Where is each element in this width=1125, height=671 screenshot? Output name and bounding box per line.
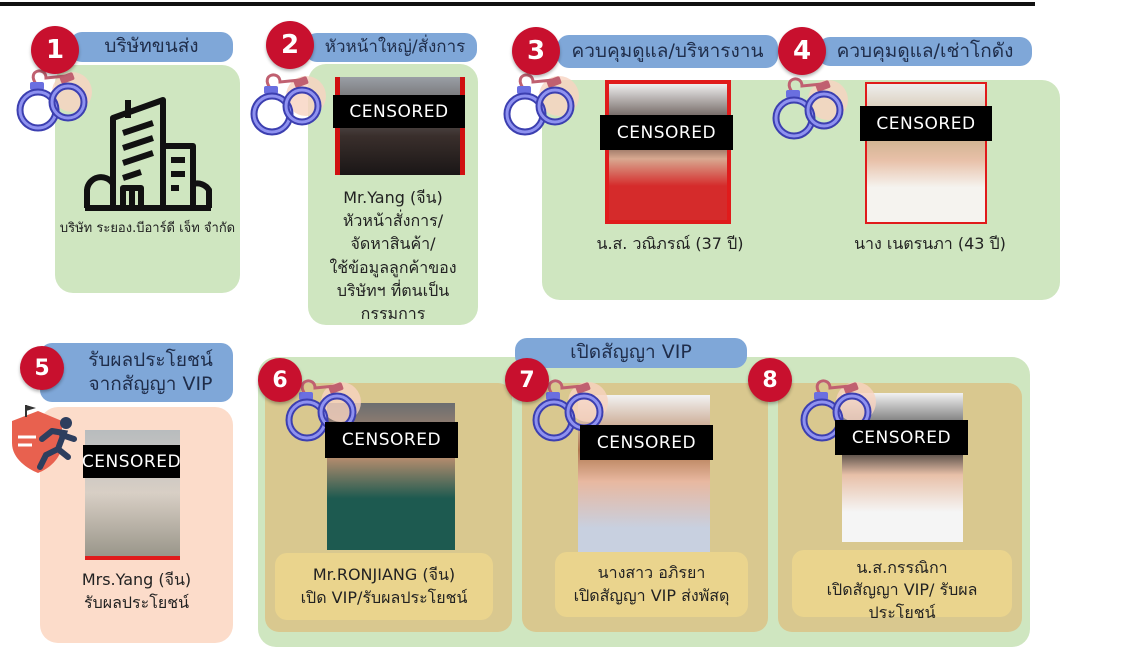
description-line: หัวหน้าสั่งการ/ [342,211,444,231]
suspect-description-5: Mrs.Yang (จีน) รับผลประโยชน์ [40,568,233,614]
suspect-description-6: Mr.RONJIANG (จีน) เปิด VIP/รับผลประโยชน์ [275,553,493,620]
description-line: จัดหาสินค้า/ [350,234,436,254]
number-badge-8: 8 [748,358,792,402]
number-badge-6: 6 [258,358,302,402]
number-badge-2: 2 [266,21,314,69]
suspect-name: Mr.Yang (จีน) [343,188,443,207]
role-label-1: บริษัทขนส่ง [70,32,233,62]
handcuffs-icon [250,66,330,146]
suspect-name: นางสาว อภิรยา [597,563,706,583]
number-badge-7: 7 [505,358,549,402]
top-divider [0,2,1035,6]
number-badge-5: 5 [20,346,64,390]
building-icon [84,97,212,211]
suspect-photo-4 [865,82,987,224]
suspect-description-2: Mr.Yang (จีน) หัวหน้าสั่งการ/ จัดหาสินค้… [308,186,478,325]
role-label-2: หัวหน้าใหญ่/สั่งการ [305,33,477,62]
censor-bar: CENSORED [580,425,713,460]
fugitive-runner-icon [12,405,77,473]
censor-bar: CENSORED [860,106,992,141]
suspect-description-7: นางสาว อภิรยา เปิดสัญญา VIP ส่งพัสดุ [555,552,748,617]
description-line: เปิดสัญญา VIP/ รับผล [826,580,978,600]
number-badge-4: 4 [778,27,826,75]
censor-bar: CENSORED [835,420,968,455]
suspect-name: น.ส.กรรณิกา [856,557,948,577]
description-line: เปิดสัญญา VIP ส่งพัสดุ [573,585,730,605]
suspect-photo-3 [605,80,731,224]
role-line: รับผลประโยชน์ [88,348,213,371]
handcuffs-icon [16,62,96,142]
censor-bar: CENSORED [333,95,465,128]
suspect-name: Mr.RONJIANG (จีน) [312,565,456,585]
role-line: จากสัญญา VIP [88,372,213,395]
number-badge-3: 3 [512,27,560,75]
censor-bar: CENSORED [600,115,733,150]
suspect-name-4: นาง เนตรนภา (43 ปี) [854,234,1006,253]
role-label-5: รับผลประโยชน์ จากสัญญา VIP [40,343,233,402]
description-line: บริษัทฯ ที่ตนเป็น [336,280,450,300]
suspect-description-8: น.ส.กรรณิกา เปิดสัญญา VIP/ รับผล ประโยชน… [792,550,1012,622]
censor-bar: CENSORED [325,422,458,458]
description-line: กรรมการ [360,303,426,323]
handcuffs-icon [503,66,583,146]
description-line: เปิด VIP/รับผลประโยชน์ [300,587,468,607]
suspect-name: Mrs.Yang (จีน) [81,570,192,589]
handcuffs-icon [772,70,852,150]
description-line: ประโยชน์ [868,602,936,622]
company-name: บริษัท ระยอง.บีอาร์ดี เจ็ท จำกัด [59,221,236,236]
censor-bar: CENSORED [82,445,181,478]
number-badge-1: 1 [31,26,79,74]
description-line: ใช้ข้อมูลลูกค้าของ [329,257,457,277]
description-line: รับผลประโยชน์ [83,593,190,613]
role-label-3: ควบคุมดูแล/บริหารงาน [557,35,778,68]
vip-group-label: เปิดสัญญา VIP [515,338,747,368]
suspect-name-3: น.ส. วณิภรณ์ (37 ปี) [596,234,744,253]
role-label-4: ควบคุมดูแล/เช่าโกดัง [818,37,1032,66]
